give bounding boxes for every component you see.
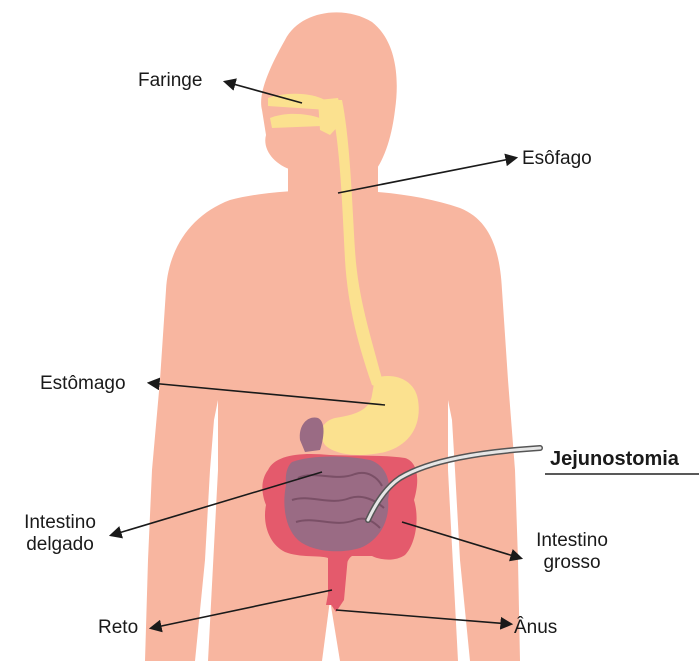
label-intestino-grosso-line2: grosso: [522, 552, 622, 574]
label-esofago: Esôfago: [522, 148, 592, 170]
label-intestino-grosso-line1: Intestino: [522, 530, 622, 552]
label-intestino-delgado-line1: Intestino: [10, 512, 110, 534]
label-reto: Reto: [98, 617, 138, 639]
label-intestino-delgado-line2: delgado: [10, 534, 110, 556]
label-anus: Ânus: [514, 617, 557, 639]
label-jejunostomia: Jejunostomia: [550, 448, 679, 470]
label-intestino-delgado: Intestino delgado: [10, 512, 110, 556]
label-faringe: Faringe: [138, 70, 202, 92]
label-intestino-grosso: Intestino grosso: [522, 530, 622, 574]
label-estomago: Estômago: [40, 373, 126, 395]
